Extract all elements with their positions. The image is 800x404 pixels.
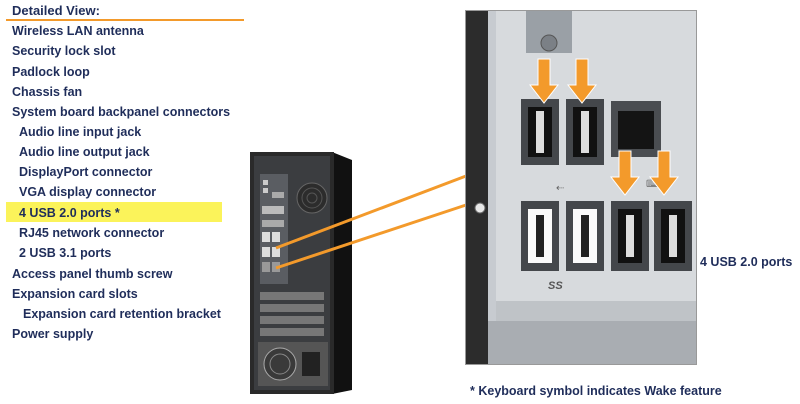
list-item-vga-display-connector: VGA display connector xyxy=(19,185,157,199)
zoom-panel: ⇠ ⌨ SS xyxy=(465,10,697,365)
list-item-usb-2-ports: 4 USB 2.0 ports * xyxy=(19,206,120,220)
list-item-audio-line-output-jack: Audio line output jack xyxy=(19,145,150,159)
list-item-expansion-card-slots: Expansion card slots xyxy=(12,287,138,301)
list-item-expansion-card-retention-bracket: Expansion card retention bracket xyxy=(23,307,221,321)
heading-underline xyxy=(6,19,244,21)
list-item-security-lock-slot: Security lock slot xyxy=(12,44,116,58)
usb-ports-caption: 4 USB 2.0 ports xyxy=(700,255,793,269)
tower-rear-illustration xyxy=(250,152,352,394)
list-item-system-board-backpanel-connectors: System board backpanel connectors xyxy=(12,105,231,119)
list-item-rj45-network-connector: RJ45 network connector xyxy=(19,226,165,240)
zoom-port-closeup: ⇠ ⌨ SS xyxy=(466,11,696,364)
list-item-padlock-loop: Padlock loop xyxy=(12,65,90,79)
keyboard-wake-footnote: * Keyboard symbol indicates Wake feature xyxy=(470,384,722,398)
list-item-power-supply: Power supply xyxy=(12,327,94,341)
item-highlight xyxy=(6,202,222,222)
list-item-wireless-lan-antenna: Wireless LAN antenna xyxy=(12,24,144,38)
svg-text:⇠: ⇠ xyxy=(556,183,564,194)
list-item-access-panel-thumb-screw: Access panel thumb screw xyxy=(12,267,173,281)
list-item-chassis-fan: Chassis fan xyxy=(12,85,83,99)
svg-text:⌨: ⌨ xyxy=(646,179,660,190)
list-item-usb-3-1-ports: 2 USB 3.1 ports xyxy=(19,246,112,260)
list-item-displayport-connector: DisplayPort connector xyxy=(19,165,153,179)
list-item-audio-line-input-jack: Audio line input jack xyxy=(19,125,142,139)
heading: Detailed View: xyxy=(12,3,100,18)
usb-superspeed-logo: SS xyxy=(548,280,563,292)
